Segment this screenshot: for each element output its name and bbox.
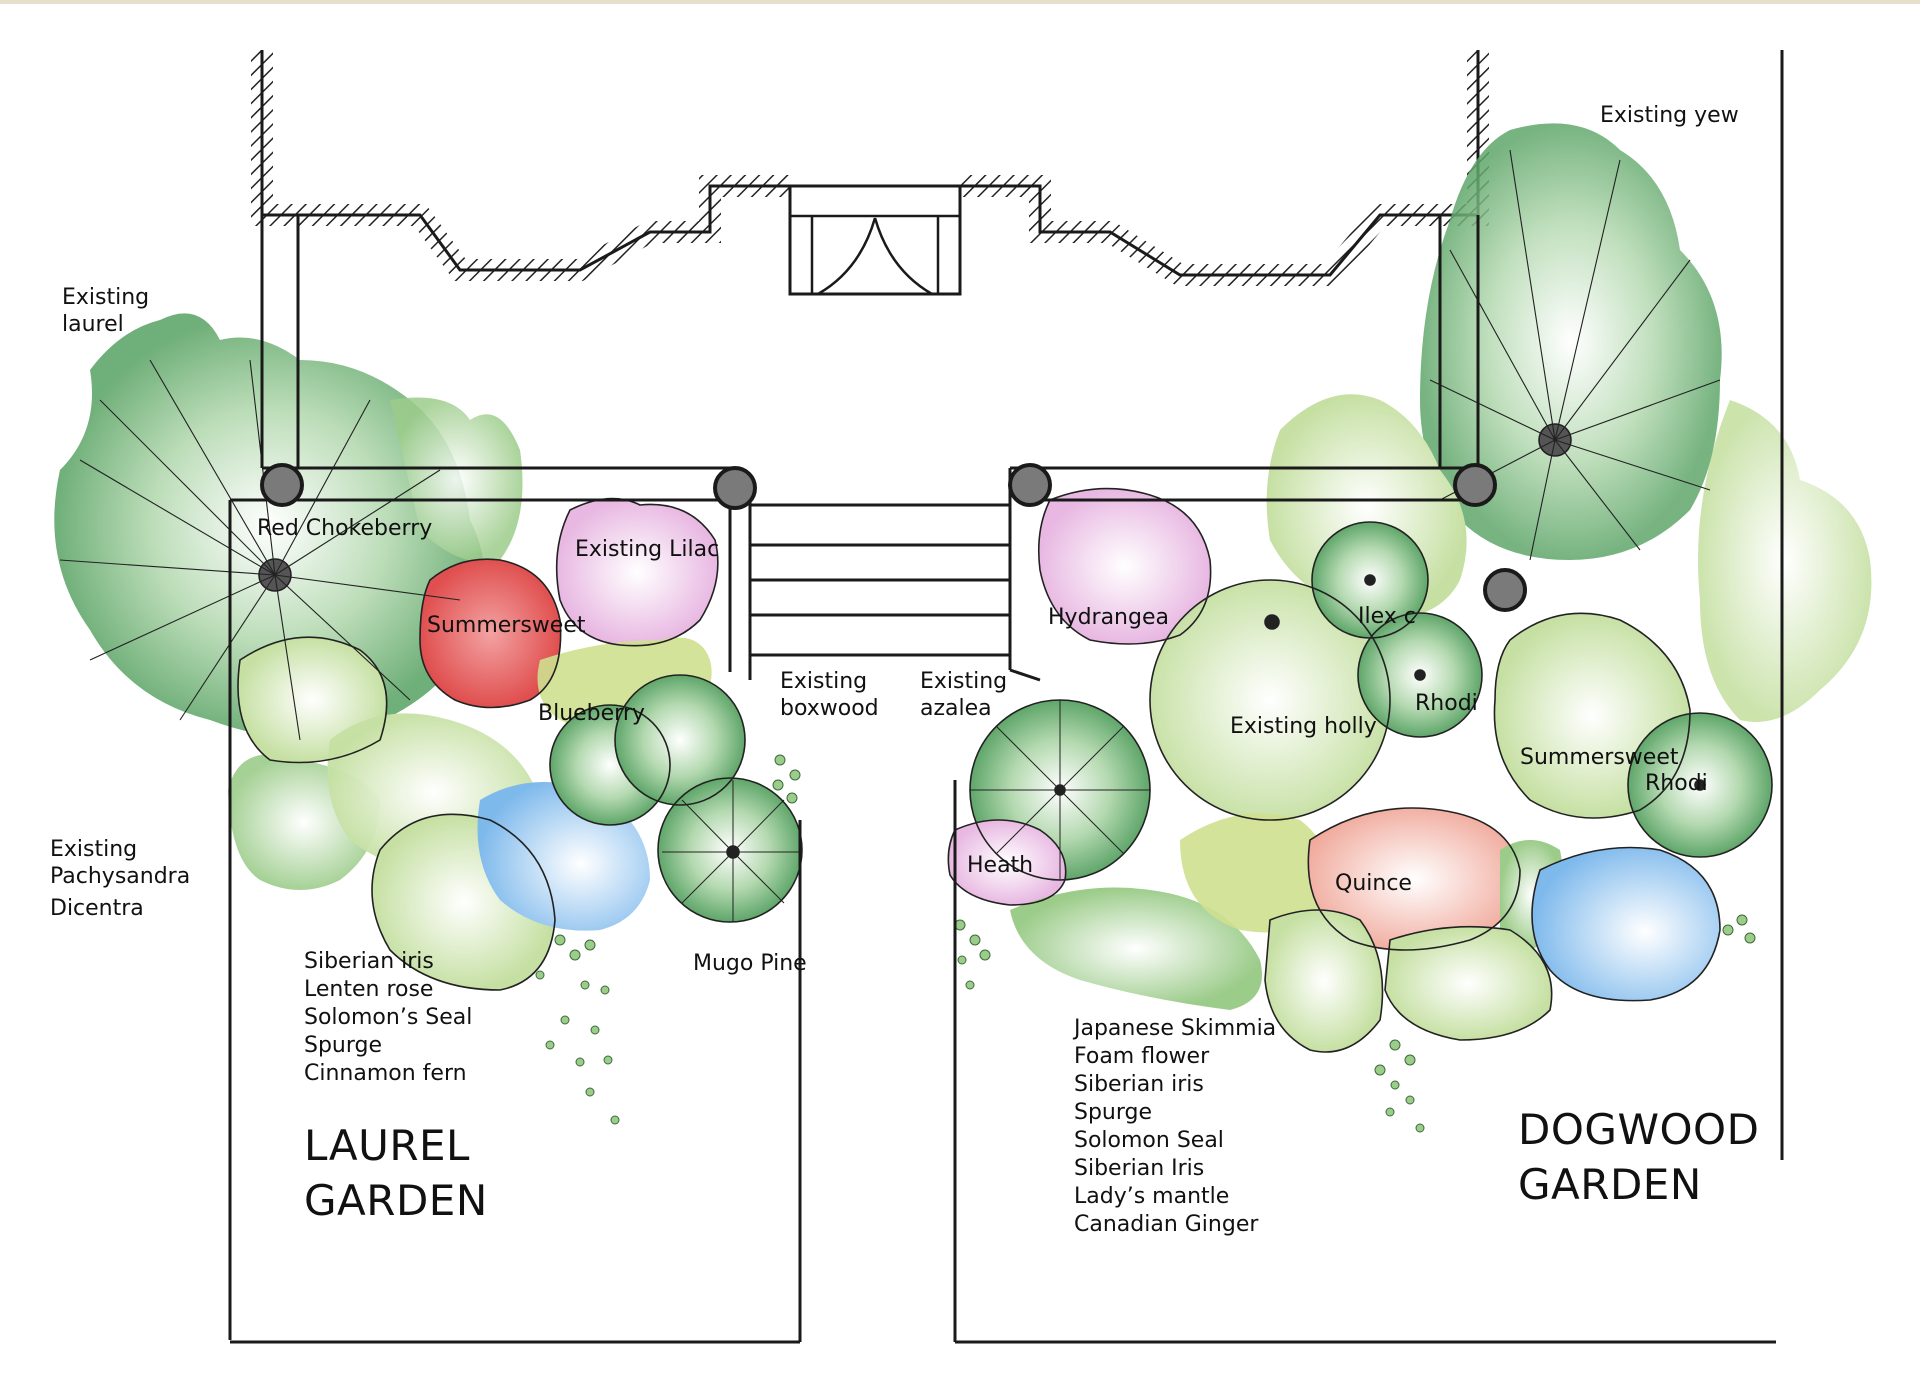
label-summersweet-right: Summersweet <box>1520 745 1679 770</box>
label-heath: Heath <box>967 853 1034 878</box>
laurel-plant-list: Siberian iris Lenten rose Solomon’s Seal… <box>304 948 472 1088</box>
dogwood-plant-item: Japanese Skimmia <box>1074 1016 1277 1041</box>
porch-posts <box>260 463 1527 612</box>
label-hydrangea: Hydrangea <box>1048 605 1169 630</box>
label-existing-boxwood-line1: Existing <box>780 669 868 694</box>
label-existing-pachysandra-line2: Pachysandra <box>50 864 191 889</box>
laurel-plant-item: Spurge <box>304 1033 383 1058</box>
laurel-plant-item: Lenten rose <box>304 977 434 1002</box>
laurel-garden-title-line1: LAUREL <box>304 1121 470 1170</box>
label-rhodi-center: Rhodi <box>1415 691 1478 716</box>
top-edge-strip <box>0 0 1920 4</box>
label-existing-boxwood-line2: boxwood <box>780 696 879 721</box>
dogwood-plant-item: Canadian Ginger <box>1074 1212 1259 1237</box>
dogwood-plant-item: Lady’s mantle <box>1074 1184 1230 1209</box>
groundcover-dots <box>535 754 1756 1133</box>
dogwood-plant-item: Spurge <box>1074 1100 1153 1125</box>
label-blueberry: Blueberry <box>538 701 645 726</box>
label-existing-laurel-line1: Existing <box>62 285 150 310</box>
label-existing-laurel-line2: laurel <box>62 312 124 337</box>
label-mugo-pine: Mugo Pine <box>693 951 807 976</box>
dogwood-plant-item: Solomon Seal <box>1074 1128 1224 1153</box>
label-existing-lilac: Existing Lilac <box>575 537 720 562</box>
dogwood-plant-item: Foam flower <box>1074 1044 1210 1069</box>
label-rhodi-right: Rhodi <box>1645 771 1708 796</box>
dogwood-garden-title-line2: GARDEN <box>1518 1160 1702 1209</box>
laurel-plant-item: Cinnamon fern <box>304 1061 467 1086</box>
dogwood-plant-list: Japanese Skimmia Foam flower Siberian ir… <box>1074 1015 1276 1239</box>
label-existing-holly: Existing holly <box>1230 714 1377 739</box>
label-ilex: Ilex c <box>1358 604 1416 629</box>
label-existing-yew: Existing yew <box>1600 103 1739 128</box>
label-existing-azalea-line1: Existing <box>920 669 1008 694</box>
dogwood-garden-title-line1: DOGWOOD <box>1518 1105 1760 1154</box>
patio-structure <box>228 50 1784 1344</box>
laurel-plant-item: Solomon’s Seal <box>304 1005 473 1030</box>
laurel-plant-item: Siberian iris <box>304 949 434 974</box>
label-existing-pachysandra-line3: Dicentra <box>50 896 144 921</box>
label-quince: Quince <box>1335 871 1412 896</box>
label-existing-azalea-line2: azalea <box>920 696 992 721</box>
planting-right <box>948 123 1872 1052</box>
laurel-garden-title-line2: GARDEN <box>304 1176 488 1225</box>
house-outline <box>251 50 1489 296</box>
label-summersweet-left: Summersweet <box>427 613 586 638</box>
dogwood-plant-item: Siberian iris <box>1074 1072 1204 1097</box>
label-red-chokeberry: Red Chokeberry <box>257 516 433 541</box>
label-existing-pachysandra-line1: Existing <box>50 837 138 862</box>
dogwood-plant-item: Siberian Iris <box>1074 1156 1205 1181</box>
